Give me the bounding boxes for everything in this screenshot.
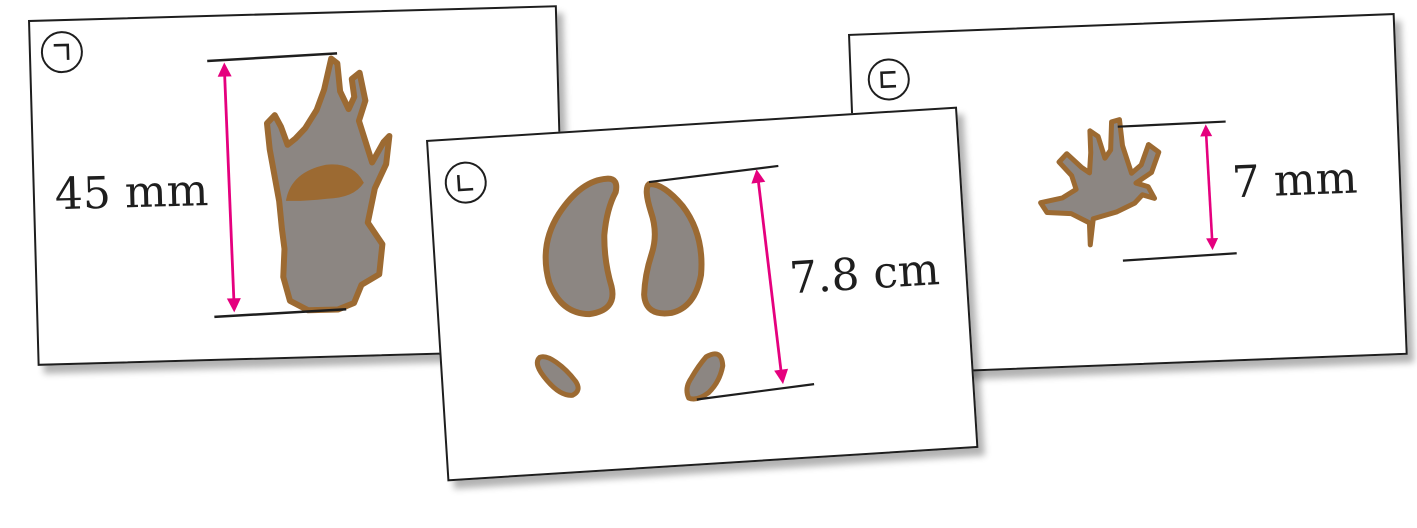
footprint-drawing-a: [207, 52, 393, 319]
card-label-digeut-icon: [866, 57, 911, 102]
lizard-footprint-shape: [1038, 117, 1162, 248]
dewclaw-right: [684, 351, 726, 402]
measurement-label-b: 7.8 cm: [787, 244, 942, 305]
card-label-giyeok-icon: [40, 30, 84, 74]
measurement-label-a: 45 mm: [54, 165, 209, 221]
hoof-print-right: [641, 181, 705, 317]
card-digeut: 7 mm: [848, 13, 1408, 376]
card-label-nieun-icon: [443, 160, 489, 205]
dewclaw-left: [534, 354, 581, 398]
footprint-band: [285, 164, 364, 201]
measurement-arrow-c: [1200, 124, 1219, 251]
measurement-label-c: 7 mm: [1231, 152, 1359, 209]
card-giyeok: 45 mm: [28, 5, 567, 366]
footprint-drawing-c: [1038, 117, 1237, 262]
measurement-arrow-a: [217, 62, 241, 313]
hoof-print-left: [542, 175, 620, 318]
footprint-drawing-b: [534, 164, 815, 402]
measurement-arrow-b: [751, 169, 789, 385]
card-nieun: 7.8 cm: [426, 106, 979, 482]
